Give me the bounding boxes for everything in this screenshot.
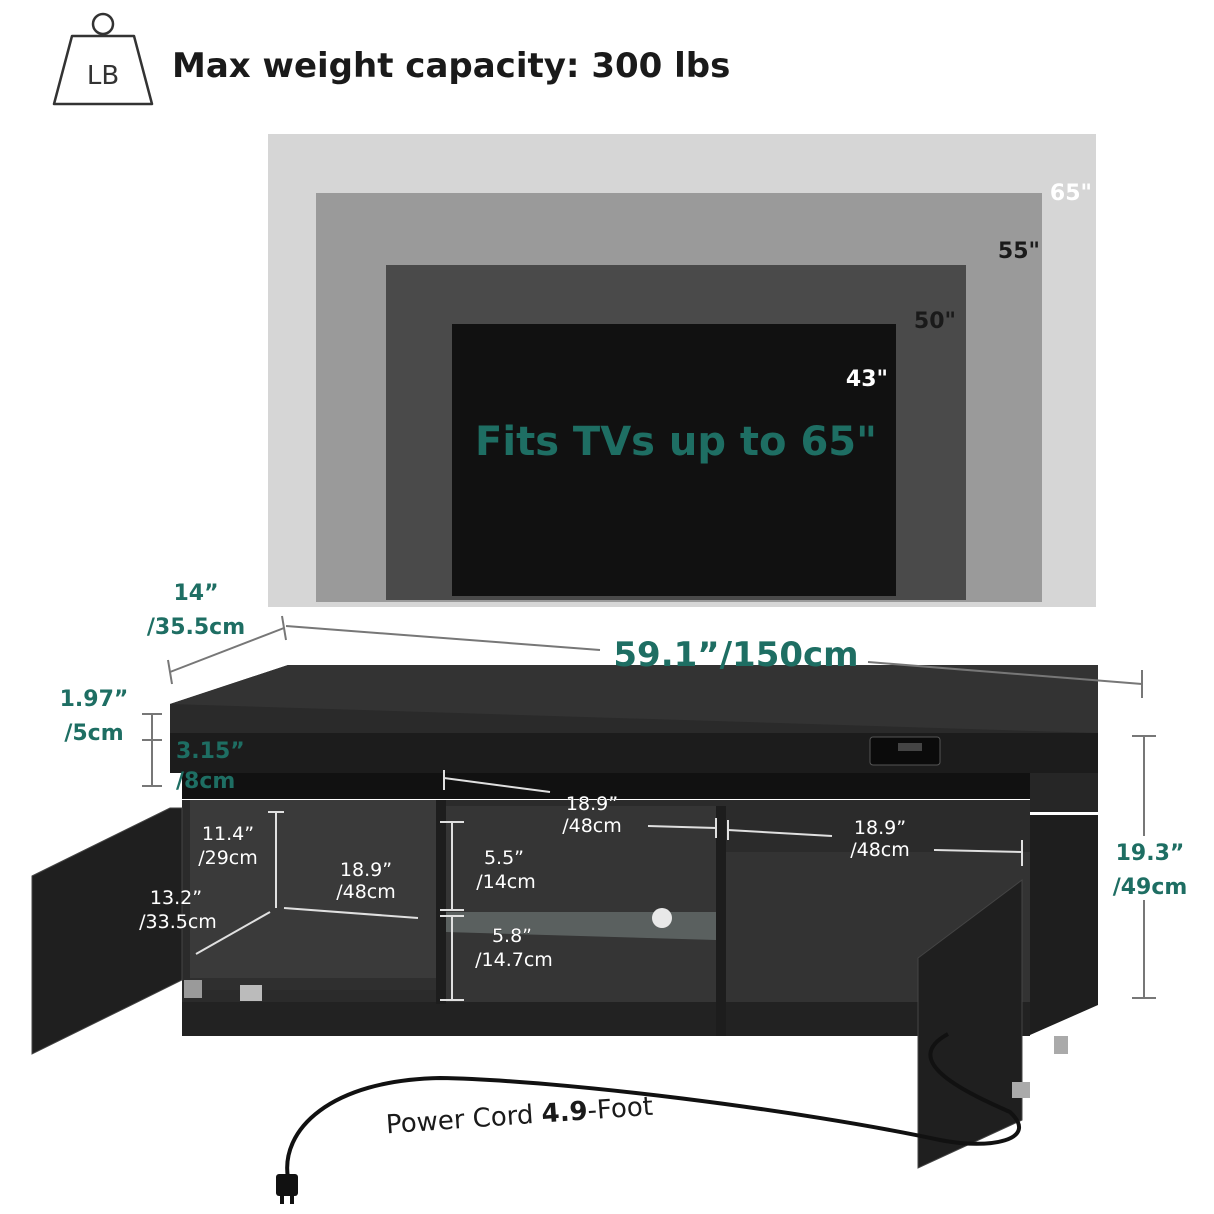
tv-stand — [31, 665, 1098, 1169]
right-width-inches: 18.9” — [854, 817, 906, 839]
depth-inches: 14” — [173, 581, 218, 606]
top-thickness-inches: 1.97” — [60, 687, 129, 712]
tv-size-comparison: 65" 55" 50" 43" Fits TVs up to 65" — [268, 134, 1096, 607]
middle-width-cm: /48cm — [562, 815, 622, 837]
power-cord-label: Power Cord 4.9-Foot — [385, 1092, 654, 1141]
stand-foot — [240, 985, 262, 1001]
width-dimension: 59.1”/150cm — [613, 635, 858, 675]
left-cabinet-width-inches: 18.9” — [340, 859, 392, 881]
left-door — [31, 807, 183, 1055]
overall-height-cm: /49cm — [1113, 875, 1188, 900]
left-cabinet-depth-inches: 13.2” — [150, 887, 202, 909]
tv-50-label: 50" — [914, 309, 956, 334]
interior-dimension-lines — [195, 770, 1023, 1001]
tv-65-label: 65" — [1050, 181, 1092, 206]
dimension-lines — [142, 615, 1156, 999]
power-cord-length: 4.9 — [541, 1096, 589, 1129]
power-cord-suffix: -Foot — [587, 1092, 654, 1126]
tv-55-label: 55" — [998, 239, 1040, 264]
tv-fit-headline: Fits TVs up to 65" — [475, 419, 877, 465]
power-cord-prefix: Power Cord — [385, 1100, 543, 1141]
middle-lower-height-inches: 5.8” — [492, 925, 532, 947]
stand-foot — [1012, 1082, 1030, 1098]
tv-43-rect — [452, 324, 896, 596]
glass-shelf — [446, 912, 716, 940]
stand-top-edge — [170, 733, 1098, 773]
left-cabinet-width-cm: /48cm — [336, 881, 396, 903]
top-thickness-cm: /5cm — [64, 721, 123, 746]
left-cabinet-depth-cm: /33.5cm — [139, 911, 217, 933]
middle-compartment — [446, 806, 716, 1002]
middle-upper-height-cm: /14cm — [476, 871, 536, 893]
right-door — [917, 879, 1023, 1169]
stand-side-panel — [1030, 815, 1098, 1035]
gap-height-inches: 3.15” — [176, 739, 245, 764]
weight-icon-label: LB — [87, 61, 119, 91]
stand-foot — [1054, 1036, 1068, 1054]
weight-capacity-title: Max weight capacity: 300 lbs — [172, 46, 730, 86]
middle-upper-height-inches: 5.5” — [484, 847, 524, 869]
middle-width-inches: 18.9” — [566, 793, 618, 815]
stand-foot — [184, 980, 202, 998]
right-width-cm: /48cm — [850, 839, 910, 861]
power-plug-icon — [276, 1174, 298, 1196]
cable-hole — [652, 908, 672, 928]
overall-height-inches: 19.3” — [1116, 841, 1185, 866]
weight-icon: LB — [52, 12, 154, 106]
tv-43-label: 43" — [846, 367, 888, 392]
left-cabinet-interior — [190, 800, 436, 978]
power-cord — [276, 1032, 1021, 1204]
middle-lower-height-cm: /14.7cm — [475, 949, 553, 971]
left-cabinet-height-cm: /29cm — [198, 847, 258, 869]
depth-cm: /35.5cm — [147, 615, 245, 640]
left-cabinet-height-inches: 11.4” — [202, 823, 254, 845]
gap-height-cm: /8cm — [176, 769, 235, 794]
